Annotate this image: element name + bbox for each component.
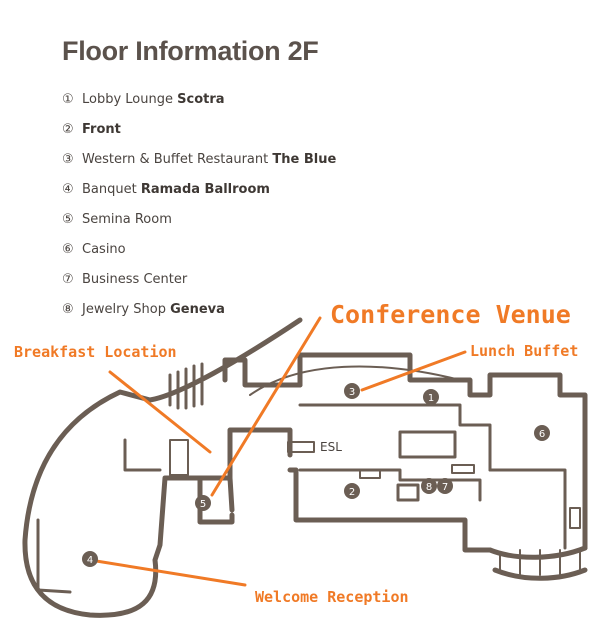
location-markers: 1 2 3 4 5 6 7 8 xyxy=(82,383,550,567)
pointer-lunch xyxy=(360,350,467,392)
wall-stair-shafts xyxy=(168,362,204,410)
svg-text:5: 5 xyxy=(200,499,206,510)
pointer-welcome xyxy=(88,558,247,587)
wall-casino-south xyxy=(488,468,567,550)
svg-text:1: 1 xyxy=(428,393,434,404)
conference-venue-label: Conference Venue xyxy=(330,300,571,329)
stairs-left xyxy=(169,439,189,476)
wall-front-north xyxy=(298,468,482,502)
wall-north xyxy=(222,352,588,551)
wall-facade-curve xyxy=(492,567,588,581)
svg-text:8: 8 xyxy=(426,482,432,493)
welcome-reception-label: Welcome Reception xyxy=(255,588,409,606)
esl-symbol xyxy=(287,441,315,453)
room-small xyxy=(396,483,420,502)
wall-inner-left xyxy=(123,438,162,472)
room-counter xyxy=(359,469,381,479)
marker-2: 2 xyxy=(344,483,360,499)
pointer-conference xyxy=(210,316,322,497)
wall-restaurant-south xyxy=(298,403,492,472)
wall-ballroom xyxy=(36,518,72,594)
svg-text:7: 7 xyxy=(442,482,448,493)
breakfast-location-label: Breakfast Location xyxy=(14,343,177,361)
facade-lines xyxy=(499,549,581,576)
wall-south-curve xyxy=(487,545,588,560)
marker-5: 5 xyxy=(195,495,211,511)
marker-8: 8 xyxy=(421,478,437,494)
marker-1: 1 xyxy=(423,389,439,405)
lunch-buffet-label: Lunch Buffet xyxy=(470,342,579,360)
pointer-breakfast xyxy=(108,370,212,454)
esl-label: ESL xyxy=(320,440,342,454)
wall-center-west xyxy=(227,427,293,483)
svg-text:3: 3 xyxy=(349,387,355,398)
restaurant-arc xyxy=(249,365,461,396)
marker-7: 7 xyxy=(437,478,453,494)
svg-text:6: 6 xyxy=(539,429,545,440)
stairs-right xyxy=(451,464,475,474)
page-title: Floor Information 2F xyxy=(62,36,319,66)
marker-4: 4 xyxy=(82,551,98,567)
wall-south xyxy=(287,467,493,553)
marker-3: 3 xyxy=(344,383,360,399)
room-office xyxy=(398,430,457,459)
marker-6: 6 xyxy=(534,425,550,441)
annotation-pointers xyxy=(88,316,467,587)
floor-walls xyxy=(22,317,588,618)
svg-text:2: 2 xyxy=(349,487,355,498)
room-niche xyxy=(569,507,581,529)
svg-text:4: 4 xyxy=(87,555,93,566)
